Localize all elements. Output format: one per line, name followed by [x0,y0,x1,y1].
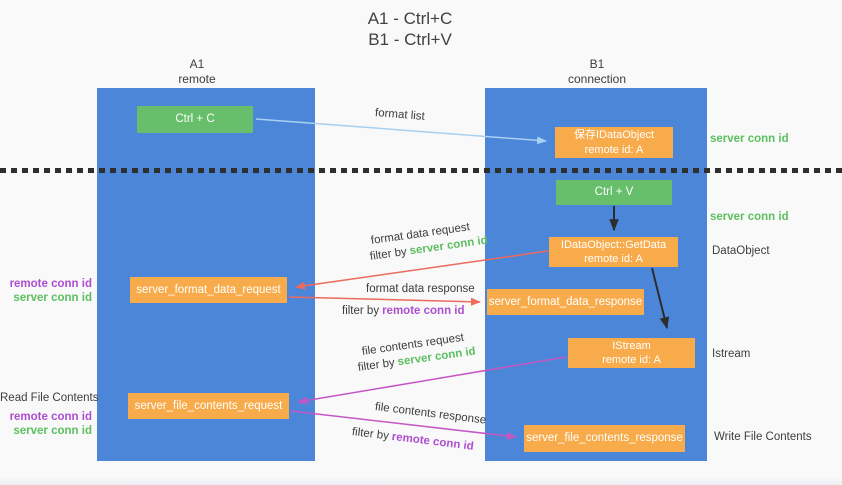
diagram-title: A1 - Ctrl+C B1 - Ctrl+V [310,8,510,51]
label-filter-by: filter by [351,426,390,443]
node-file-request-label: server_file_contents_request [134,399,283,412]
node-istream-line1: IStream [612,339,651,352]
label-filter-by: filter by [342,305,380,317]
side-label-server-conn-id-2: server conn id [13,425,92,437]
dashed-divider [0,168,842,173]
node-save-idataobject-line2: remote id: A [584,143,644,156]
node-format-response-label: server_format_data_response [488,295,643,308]
side-label-server-conn-id-top: server conn id [710,133,789,145]
label-remote-conn-id: remote conn id [382,305,465,317]
column-b1-name: B1 [589,57,605,71]
side-label-server-conn-id-1: server conn id [13,292,92,304]
column-a1-name: A1 [189,57,205,71]
node-ctrl-c: Ctrl + C [137,106,253,133]
column-a1-subtitle: remote [178,72,216,86]
node-save-idataobject-line1: 保存IDataObject [573,129,655,142]
node-save-idataobject: 保存IDataObject remote id: A [555,127,673,158]
bottom-edge [0,477,842,485]
node-istream: IStream remote id: A [568,338,695,368]
node-idataobject-getdata: IDataObject::GetData remote id: A [549,237,678,267]
label-format-list: format list [374,107,426,123]
side-label-write-file-contents: Write File Contents [714,431,812,443]
node-format-request-label: server_format_data_request [136,283,281,296]
title-line-2: B1 - Ctrl+V [368,30,452,50]
node-ctrl-v-label: Ctrl + V [594,186,634,199]
column-b1-subtitle: connection [567,72,627,86]
node-server-format-data-response: server_format_data_response [487,289,644,315]
node-istream-line2: remote id: A [602,354,661,366]
side-label-read-file-contents: Read File Contents [0,392,99,404]
side-label-dataobject: DataObject [712,245,770,257]
node-server-file-contents-response: server_file_contents_response [524,425,685,452]
side-label-istream: Istream [712,348,751,360]
node-server-file-contents-request: server_file_contents_request [128,393,289,419]
label-format-data-response: format data response [366,283,475,295]
label-filter-by: filter by [357,356,396,374]
node-ctrl-v: Ctrl + V [556,180,672,205]
side-label-remote-conn-id-2: remote conn id [9,411,92,423]
label-remote-conn-id: remote conn id [391,430,475,453]
column-header-b1: B1 connection [486,57,708,87]
label-filter-by: filter by [369,245,408,263]
column-header-a1: A1 remote [88,57,306,87]
arrow-format-data-response [288,296,481,306]
side-label-server-conn-id-mid: server conn id [710,211,789,223]
node-ctrl-c-label: Ctrl + C [175,113,215,126]
node-getdata-line1: IDataObject::GetData [560,238,667,251]
title-line-1: A1 - Ctrl+C [367,9,453,28]
node-getdata-line2: remote id: A [584,253,643,265]
side-label-remote-conn-id-1: remote conn id [9,278,92,290]
node-file-response-label: server_file_contents_response [526,432,683,445]
label-file-contents-response: file contents response [374,401,487,427]
node-server-format-data-request: server_format_data_request [130,277,287,303]
